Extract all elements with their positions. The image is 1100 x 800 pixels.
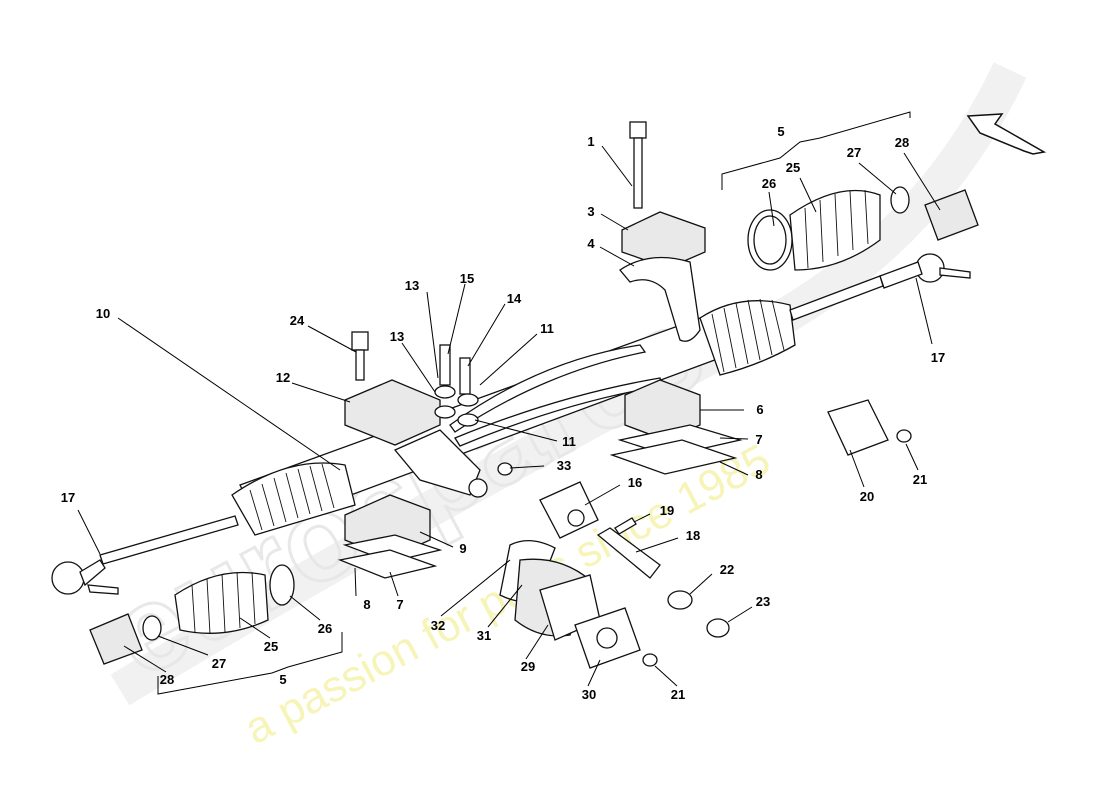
callout-30: 30 <box>582 687 596 702</box>
bolt-24 <box>351 331 369 381</box>
callout-8-right: 8 <box>755 467 762 482</box>
leader-lines <box>77 111 941 695</box>
callout-11-lower: 11 <box>562 434 576 449</box>
sleeve-28-right <box>924 189 979 241</box>
callout-24: 24 <box>290 313 305 328</box>
clip-27-left <box>142 615 162 641</box>
cover-boss-16 <box>567 509 585 527</box>
bolt-1 <box>629 121 647 209</box>
plug-33 <box>497 462 513 476</box>
tie-rod-end-left <box>51 559 119 595</box>
callout-15: 15 <box>460 271 474 286</box>
boot-clamp-26-left <box>269 564 295 606</box>
bracket-6 <box>624 379 701 441</box>
callout-8-left: 8 <box>363 597 370 612</box>
callout-5-right: 5 <box>777 124 784 139</box>
tie-rod-end-right <box>879 253 971 289</box>
nut-21-lower <box>642 653 658 667</box>
callout-32: 32 <box>431 618 445 633</box>
screw-19 <box>614 517 637 535</box>
callout-6: 6 <box>756 402 763 417</box>
callout-11-upper: 11 <box>540 321 554 336</box>
callout-14: 14 <box>507 291 522 306</box>
callout-27-right: 27 <box>847 145 861 160</box>
right-bellows-boot <box>699 300 796 376</box>
callout-28-left: 28 <box>160 672 174 687</box>
callout-3: 3 <box>587 204 594 219</box>
nut-22 <box>667 590 693 610</box>
callout-23: 23 <box>756 594 770 609</box>
seal-plate-hole-30 <box>596 627 618 649</box>
callout-1: 1 <box>587 134 594 149</box>
callout-7-right: 7 <box>755 432 762 447</box>
sleeve-28-left <box>89 613 143 665</box>
callout-28-right: 28 <box>895 135 909 150</box>
left-bellows-ribs <box>249 463 335 531</box>
bushing-23 <box>706 618 730 638</box>
shim-8-right <box>609 439 738 475</box>
callout-33: 33 <box>557 458 571 473</box>
bushing-4 <box>619 256 701 342</box>
callout-10: 10 <box>96 306 110 321</box>
callout-20: 20 <box>860 489 874 504</box>
callout-17-left: 17 <box>61 490 75 505</box>
bolts-13-15-14 <box>434 344 479 427</box>
direction-arrow-icon <box>966 113 1047 155</box>
left-bellows-boot <box>231 462 356 536</box>
callout-labels: 1 3 4 5 25 26 27 28 17 10 24 12 13 13 15… <box>61 124 945 702</box>
callout-27-left: 27 <box>212 656 226 671</box>
callout-9: 9 <box>459 541 466 556</box>
callout-22: 22 <box>720 562 734 577</box>
tie-rod-left <box>99 515 239 565</box>
bellows-25-right <box>789 189 881 271</box>
callout-21-lower: 21 <box>671 687 685 702</box>
callout-19: 19 <box>660 503 674 518</box>
hydraulic-line-upper <box>449 344 647 433</box>
nut-21-right <box>896 429 912 443</box>
cover-plate-20 <box>827 399 889 456</box>
right-bellows-ribs <box>711 298 785 373</box>
pinion-shaft-end <box>468 478 488 498</box>
cover-plate-16 <box>539 481 599 539</box>
steering-rack-assembly <box>99 275 884 565</box>
callout-18: 18 <box>686 528 700 543</box>
clip-27-right <box>890 186 910 214</box>
callout-5-left: 5 <box>279 672 286 687</box>
callout-25-right: 25 <box>786 160 800 175</box>
callout-12: 12 <box>276 370 290 385</box>
boot-clamp-26-right <box>747 209 793 271</box>
callout-26-right: 26 <box>762 176 776 191</box>
callout-7-left: 7 <box>396 597 403 612</box>
clamp-bracket-3 <box>621 211 706 269</box>
bellows-25-left <box>174 571 269 635</box>
callout-29: 29 <box>521 659 535 674</box>
callout-31: 31 <box>477 628 491 643</box>
callout-16: 16 <box>628 475 642 490</box>
callout-4: 4 <box>587 236 595 251</box>
shim-8-left <box>337 549 438 579</box>
shaft-18 <box>596 527 661 579</box>
callout-17-right: 17 <box>931 350 945 365</box>
callout-21-right: 21 <box>913 472 927 487</box>
callout-26-left: 26 <box>318 621 332 636</box>
clamp-bracket-12 <box>344 379 441 446</box>
callout-13-lower: 13 <box>390 329 404 344</box>
callout-25-left: 25 <box>264 639 278 654</box>
callout-13-upper: 13 <box>405 278 419 293</box>
